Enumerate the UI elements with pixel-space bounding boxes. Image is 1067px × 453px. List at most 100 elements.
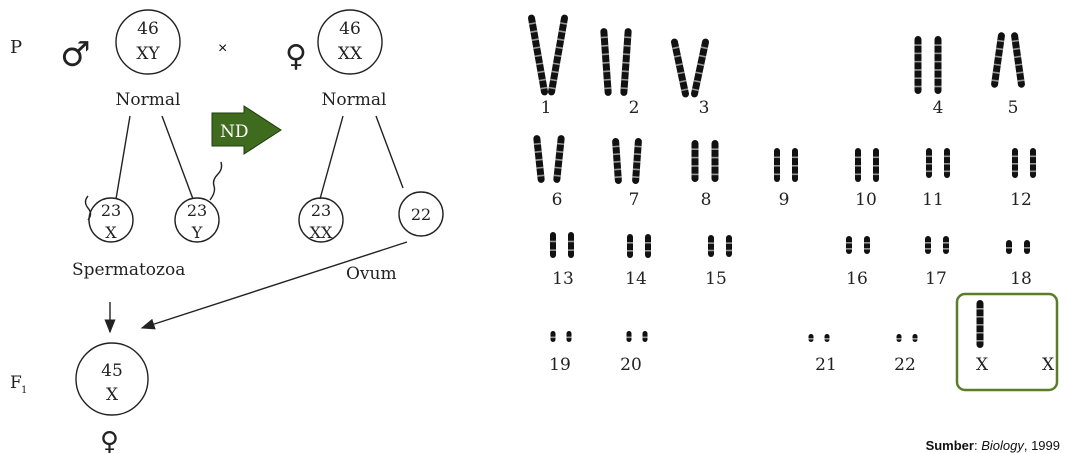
chromosome-band: [934, 60, 942, 63]
offspring-count: 45: [101, 361, 123, 381]
chromosome-band: [554, 166, 562, 169]
chromosome-band: [691, 88, 699, 92]
nondisjunction-label: ND: [220, 122, 249, 142]
chromosome-band: [925, 248, 931, 250]
female-symbol-offspring: ♀: [100, 427, 119, 453]
chromosome-band: [792, 173, 798, 176]
chromosome-14-1-body: [627, 234, 633, 258]
karyotype-label-1: 1: [541, 98, 552, 118]
chromosome-band: [700, 46, 708, 50]
chromosome-21-2: [824, 334, 830, 342]
chromosome-band: [1024, 247, 1030, 249]
ovum-xx-count: 23: [311, 201, 331, 220]
chromosome-band: [774, 173, 780, 176]
karyotype-label-2: 2: [629, 98, 640, 118]
chromosome-17-1: [925, 236, 931, 254]
chromosome-band: [620, 87, 628, 90]
chromosome-band: [693, 79, 701, 83]
generation-p-label: P: [10, 37, 22, 58]
chromosome-14-2: [645, 234, 651, 258]
chromosome-band: [677, 71, 685, 75]
chromosome-band: [604, 87, 612, 90]
chromosome-5-2-body: [1011, 32, 1025, 88]
karyotype-label-14: 14: [625, 269, 647, 289]
chromosome-band: [1012, 163, 1018, 165]
chromosome-band: [681, 88, 689, 92]
chromosome-band: [944, 163, 950, 165]
ovum-arrow: [140, 241, 408, 330]
chromosome-band: [548, 86, 556, 90]
chromosome-band: [864, 248, 870, 250]
chromosome-band: [846, 248, 852, 250]
cross-symbol: ×: [218, 40, 227, 57]
chromosome-band: [600, 36, 608, 39]
karyotype-label-11: 11: [922, 190, 944, 210]
sperm-y-chromosomes: Y: [191, 223, 203, 242]
karyotype-label-21: 21: [815, 355, 837, 375]
chromosome-band: [1030, 163, 1036, 165]
nondisjunction-arrow: ND: [211, 105, 282, 155]
chromosome-13-1: [550, 232, 556, 258]
father-chromosomes: XY: [136, 44, 160, 64]
chromosome-band: [633, 160, 641, 163]
chromosome-16-1-body: [846, 236, 852, 254]
chromosome-band: [976, 340, 984, 342]
chromosome-18-2: [1024, 240, 1030, 254]
chromosome-band: [634, 145, 642, 148]
chromosome-16-2: [864, 236, 870, 254]
chromosome-band: [926, 163, 932, 165]
chromosome-band: [994, 55, 1003, 59]
chromosome-band: [708, 249, 714, 252]
chromosome-band: [528, 22, 537, 25]
chromosome-band: [711, 148, 719, 150]
chromosome-band: [873, 165, 879, 167]
chromosome-band: [943, 242, 949, 244]
chromosome-band: [602, 61, 610, 64]
chromosome-band: [995, 47, 1004, 51]
chromosome-1-2: [547, 14, 569, 96]
chromosome-band: [1016, 71, 1024, 74]
chromosome-band: [1030, 170, 1036, 173]
chromosome-band: [708, 242, 714, 244]
chromosome-band: [613, 160, 621, 163]
chromosome-band: [726, 249, 732, 252]
chromosome-4-2: [934, 36, 942, 94]
chromosome-band: [534, 150, 542, 154]
sperm-cell-y: [174, 197, 220, 243]
chromosome-6-1: [533, 135, 545, 183]
chromosome-7-2: [632, 138, 642, 184]
chromosome-band: [614, 168, 622, 171]
chromosome-band: [711, 156, 719, 159]
chromosome-17-2: [943, 236, 949, 254]
chromosome-band: [846, 242, 852, 244]
karyotype-label-17: 17: [925, 269, 947, 289]
source-caption: Sumber: Biology, 1999: [926, 438, 1060, 453]
chromosome-band: [873, 156, 879, 159]
spermatozoa-label: Spermatozoa: [72, 260, 185, 280]
chromosome-3-1: [670, 38, 690, 98]
chromosome-band: [926, 155, 932, 158]
sperm-tail-2: [209, 161, 223, 201]
chromosome-18-1: [1006, 240, 1012, 254]
ovum-cell-xx: [298, 197, 344, 243]
ovum-xx-chromosomes: XX: [310, 223, 333, 242]
chromosome-band: [896, 338, 902, 340]
chromosome-band: [914, 77, 922, 80]
chromosome-band: [976, 308, 984, 310]
chromosome-20-1: [626, 331, 632, 342]
sperm-x-chromosomes: X: [105, 223, 117, 242]
chromosome-band: [645, 242, 651, 244]
chromosome-band: [535, 158, 543, 161]
mother-cell: [317, 9, 383, 75]
chromosome-band: [554, 54, 562, 58]
source-separator: :: [974, 438, 981, 453]
chromosome-band: [612, 153, 621, 156]
chromosome-band: [914, 44, 922, 46]
chromosome-band: [538, 78, 546, 82]
chromosome-band: [552, 62, 561, 66]
chromosome-band: [551, 70, 559, 74]
chromosome-band: [711, 173, 719, 176]
source-title: Biology: [981, 438, 1025, 453]
karyotype-label-5: 5: [1008, 98, 1019, 118]
chromosome-band: [1006, 247, 1012, 249]
